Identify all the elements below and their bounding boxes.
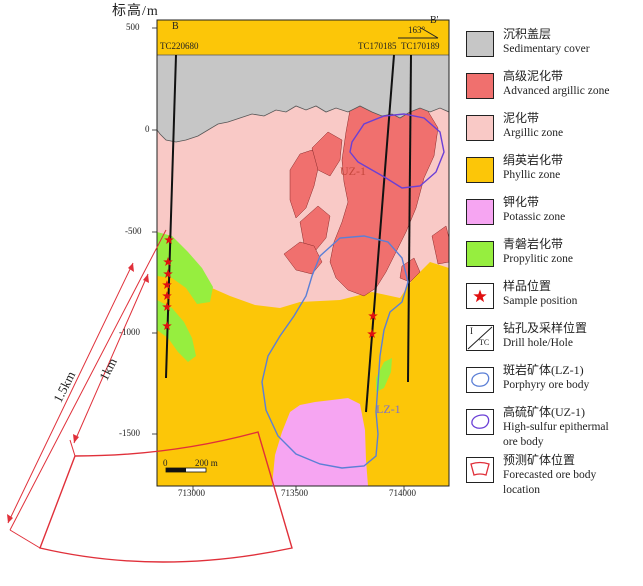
y-axis-ticks [152, 27, 157, 435]
legend-swatch [466, 115, 494, 141]
section-frame [156, 19, 450, 487]
y-tick-label: 0 [145, 124, 150, 134]
sample-star [368, 311, 378, 320]
star-icon [473, 289, 487, 303]
y-tick-label: -1000 [119, 327, 140, 337]
ore-body-outline-icon [471, 372, 490, 387]
drill-hole-tc170185 [365, 54, 395, 413]
sample-star [367, 329, 377, 338]
ore-body-lz1 [261, 235, 409, 469]
sample-star [162, 291, 172, 300]
propylitic-zone-lower [157, 300, 196, 362]
geology-zones [157, 20, 449, 486]
drill-hole-icon [467, 326, 493, 350]
drill-hole-icon-label: I [470, 326, 473, 336]
azimuth-arrow [398, 27, 439, 39]
section-start-label: B [172, 21, 179, 32]
x-tick-label: 713500 [281, 488, 308, 498]
legend-swatch [466, 283, 494, 309]
lz1-label: LZ-1 [376, 402, 401, 416]
y-tick-label: -1500 [119, 428, 140, 438]
scale-length-label: 200 m [195, 458, 218, 468]
propylitic-zone-left [157, 232, 213, 304]
potassic-zone [272, 398, 368, 486]
forecasted-ore-body [39, 431, 293, 563]
hole-label-tc220680: TC220680 [160, 41, 199, 51]
scale-zero-label: 0 [163, 458, 168, 468]
drill-hole-tc170189 [407, 54, 412, 383]
sample-star [164, 235, 174, 244]
sample-star [163, 269, 173, 278]
hole-label-tc170189: TC170189 [401, 41, 440, 51]
drill-hole-icon-label: TC [479, 338, 490, 347]
scale-bar [165, 467, 207, 473]
section-end-label: B' [430, 15, 439, 26]
legend-item-porphyry-ore-body: 斑岩矿体(LZ-1)Porphyry ore body [463, 363, 643, 405]
y-axis-label: 标高/m [112, 4, 159, 19]
legend-swatch: I TC [466, 325, 494, 351]
legend-swatch [466, 457, 494, 483]
azimuth-label: 163° [408, 25, 426, 35]
fan-icon [470, 461, 490, 476]
sedimentary-cover [157, 54, 449, 143]
legend-swatch [466, 409, 494, 435]
ore-body-uz1 [349, 113, 445, 189]
legend-swatch [466, 367, 494, 393]
uz1-label: UZ-1 [340, 164, 366, 178]
sample-star [162, 302, 172, 311]
ore-body-outline-icon [471, 414, 490, 429]
hole-label-tc170185: TC170185 [358, 41, 397, 51]
dimension-lines [7, 229, 167, 549]
sample-star [162, 280, 172, 289]
legend-swatch [466, 31, 494, 57]
legend-swatch [466, 73, 494, 99]
x-tick-label: 713000 [178, 488, 205, 498]
sample-positions [162, 235, 378, 338]
legend-label: 斑岩矿体(LZ-1)Porphyry ore body [503, 363, 590, 391]
propylitic-zone-right [376, 358, 392, 392]
legend-swatch [466, 241, 494, 267]
sample-star [163, 257, 173, 266]
legend-swatch [466, 157, 494, 183]
y-tick-label: 500 [126, 22, 140, 32]
legend-swatch [466, 199, 494, 225]
x-axis-ticks [192, 486, 405, 491]
y-tick-label: -500 [125, 226, 142, 236]
sample-star [162, 321, 172, 330]
dimension-arrowheads [7, 263, 149, 523]
x-tick-label: 714000 [389, 488, 416, 498]
